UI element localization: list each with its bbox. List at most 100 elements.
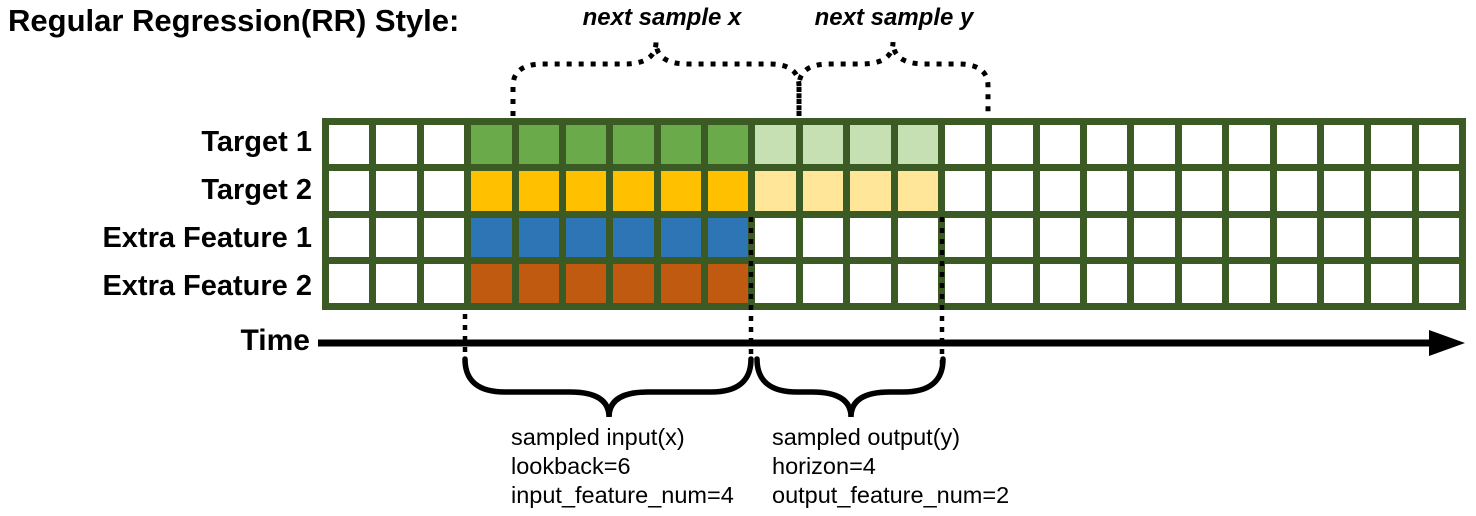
grid-cell	[1134, 263, 1175, 303]
grid-cell	[1181, 171, 1223, 211]
grid-cell	[660, 263, 701, 303]
grid-cell	[944, 217, 986, 257]
grid-cell	[755, 125, 796, 165]
sampled-input-brace	[462, 356, 754, 418]
row-label-target-1: Target 1	[201, 125, 312, 158]
grid-cell	[1134, 217, 1175, 257]
next-sample-x-brace	[510, 41, 802, 116]
grid-cell	[1039, 263, 1080, 303]
next-sample-y-brace	[796, 41, 991, 116]
grid-cell	[518, 125, 559, 165]
grid-cell	[565, 125, 607, 165]
grid-cell	[1323, 217, 1365, 257]
grid-cell	[1229, 125, 1270, 165]
grid-cell	[1039, 125, 1080, 165]
grid-cell	[897, 171, 938, 211]
sample-grid	[322, 118, 1466, 310]
output-feature-num-value: output_feature_num=2	[772, 482, 1010, 508]
next-sample-y-label: next sample y	[814, 4, 974, 31]
grid-cell	[613, 217, 654, 257]
grid-cell	[1323, 263, 1365, 303]
sampled-output-brace	[754, 356, 946, 418]
grid-cell	[613, 125, 654, 165]
grid-cell	[565, 263, 607, 303]
row-label-target-2: Target 2	[201, 173, 312, 206]
grid-cell	[708, 171, 749, 211]
grid-cell	[660, 171, 701, 211]
sampled-output-title: sampled output(y)	[772, 424, 961, 450]
grid-cell	[518, 263, 559, 303]
diagram-title: Regular Regression(RR) Style:	[8, 3, 460, 38]
grid-cell	[802, 263, 844, 303]
grid-cell	[1087, 217, 1128, 257]
grid-cell	[518, 171, 559, 211]
grid-cell	[376, 217, 417, 257]
grid-cell	[1039, 217, 1080, 257]
grid-cell	[944, 125, 986, 165]
grid-cell	[850, 263, 891, 303]
grid-cell	[755, 171, 796, 211]
grid-cell	[471, 217, 512, 257]
grid-cell	[376, 171, 417, 211]
grid-cell	[802, 125, 844, 165]
time-axis-arrow	[318, 330, 1465, 356]
grid-cell	[565, 217, 607, 257]
grid-cell	[660, 217, 701, 257]
grid-cell	[1418, 217, 1459, 257]
grid-cell	[708, 263, 749, 303]
grid-cell	[1087, 171, 1128, 211]
next-sample-x-label: next sample x	[582, 4, 742, 31]
grid-cell	[802, 171, 844, 211]
grid-cell	[1087, 263, 1128, 303]
sampled-input-title: sampled input(x)	[511, 424, 685, 450]
grid-cell	[423, 217, 465, 257]
grid-cell	[329, 217, 370, 257]
grid-cell	[897, 125, 938, 165]
grid-cell	[376, 125, 417, 165]
grid-cell	[376, 263, 417, 303]
grid-cell	[755, 263, 796, 303]
grid-cell	[1181, 125, 1223, 165]
grid-cell	[423, 263, 465, 303]
grid-cell	[1371, 171, 1412, 211]
grid-cell	[423, 171, 465, 211]
grid-cell	[992, 171, 1033, 211]
grid-cell	[1371, 217, 1412, 257]
lookback-value: lookback=6	[511, 453, 631, 479]
grid-cell	[850, 217, 891, 257]
grid-cell	[1229, 263, 1270, 303]
grid-cell	[471, 125, 512, 165]
grid-cell	[992, 217, 1033, 257]
grid-cell	[1276, 171, 1317, 211]
grid-cell	[1371, 125, 1412, 165]
grid-cell	[423, 125, 465, 165]
grid-cell	[1229, 217, 1270, 257]
grid-cell	[1418, 263, 1459, 303]
grid-cell	[850, 171, 891, 211]
grid-cell	[897, 217, 938, 257]
grid-cell	[613, 171, 654, 211]
grid-cell	[329, 171, 370, 211]
grid-cell	[1418, 171, 1459, 211]
grid-cell	[802, 217, 844, 257]
grid-cell	[613, 263, 654, 303]
sampled-output-annotation: sampled output(y) horizon=4 output_featu…	[772, 423, 1009, 510]
grid-cell	[850, 125, 891, 165]
sampled-input-annotation: sampled input(x) lookback=6 input_featur…	[511, 423, 734, 510]
grid-cell	[1181, 217, 1223, 257]
grid-cell	[897, 263, 938, 303]
grid-cell	[1181, 263, 1223, 303]
grid-cell	[708, 125, 749, 165]
grid-cell	[755, 217, 796, 257]
grid-cell	[1276, 263, 1317, 303]
grid-cell	[329, 263, 370, 303]
grid-cell	[1134, 125, 1175, 165]
grid-cell	[471, 263, 512, 303]
grid-cell	[1371, 263, 1412, 303]
grid-cell	[1039, 171, 1080, 211]
grid-cell	[1276, 125, 1317, 165]
grid-cell	[1087, 125, 1128, 165]
grid-cell	[944, 263, 986, 303]
grid-cell	[1229, 171, 1270, 211]
